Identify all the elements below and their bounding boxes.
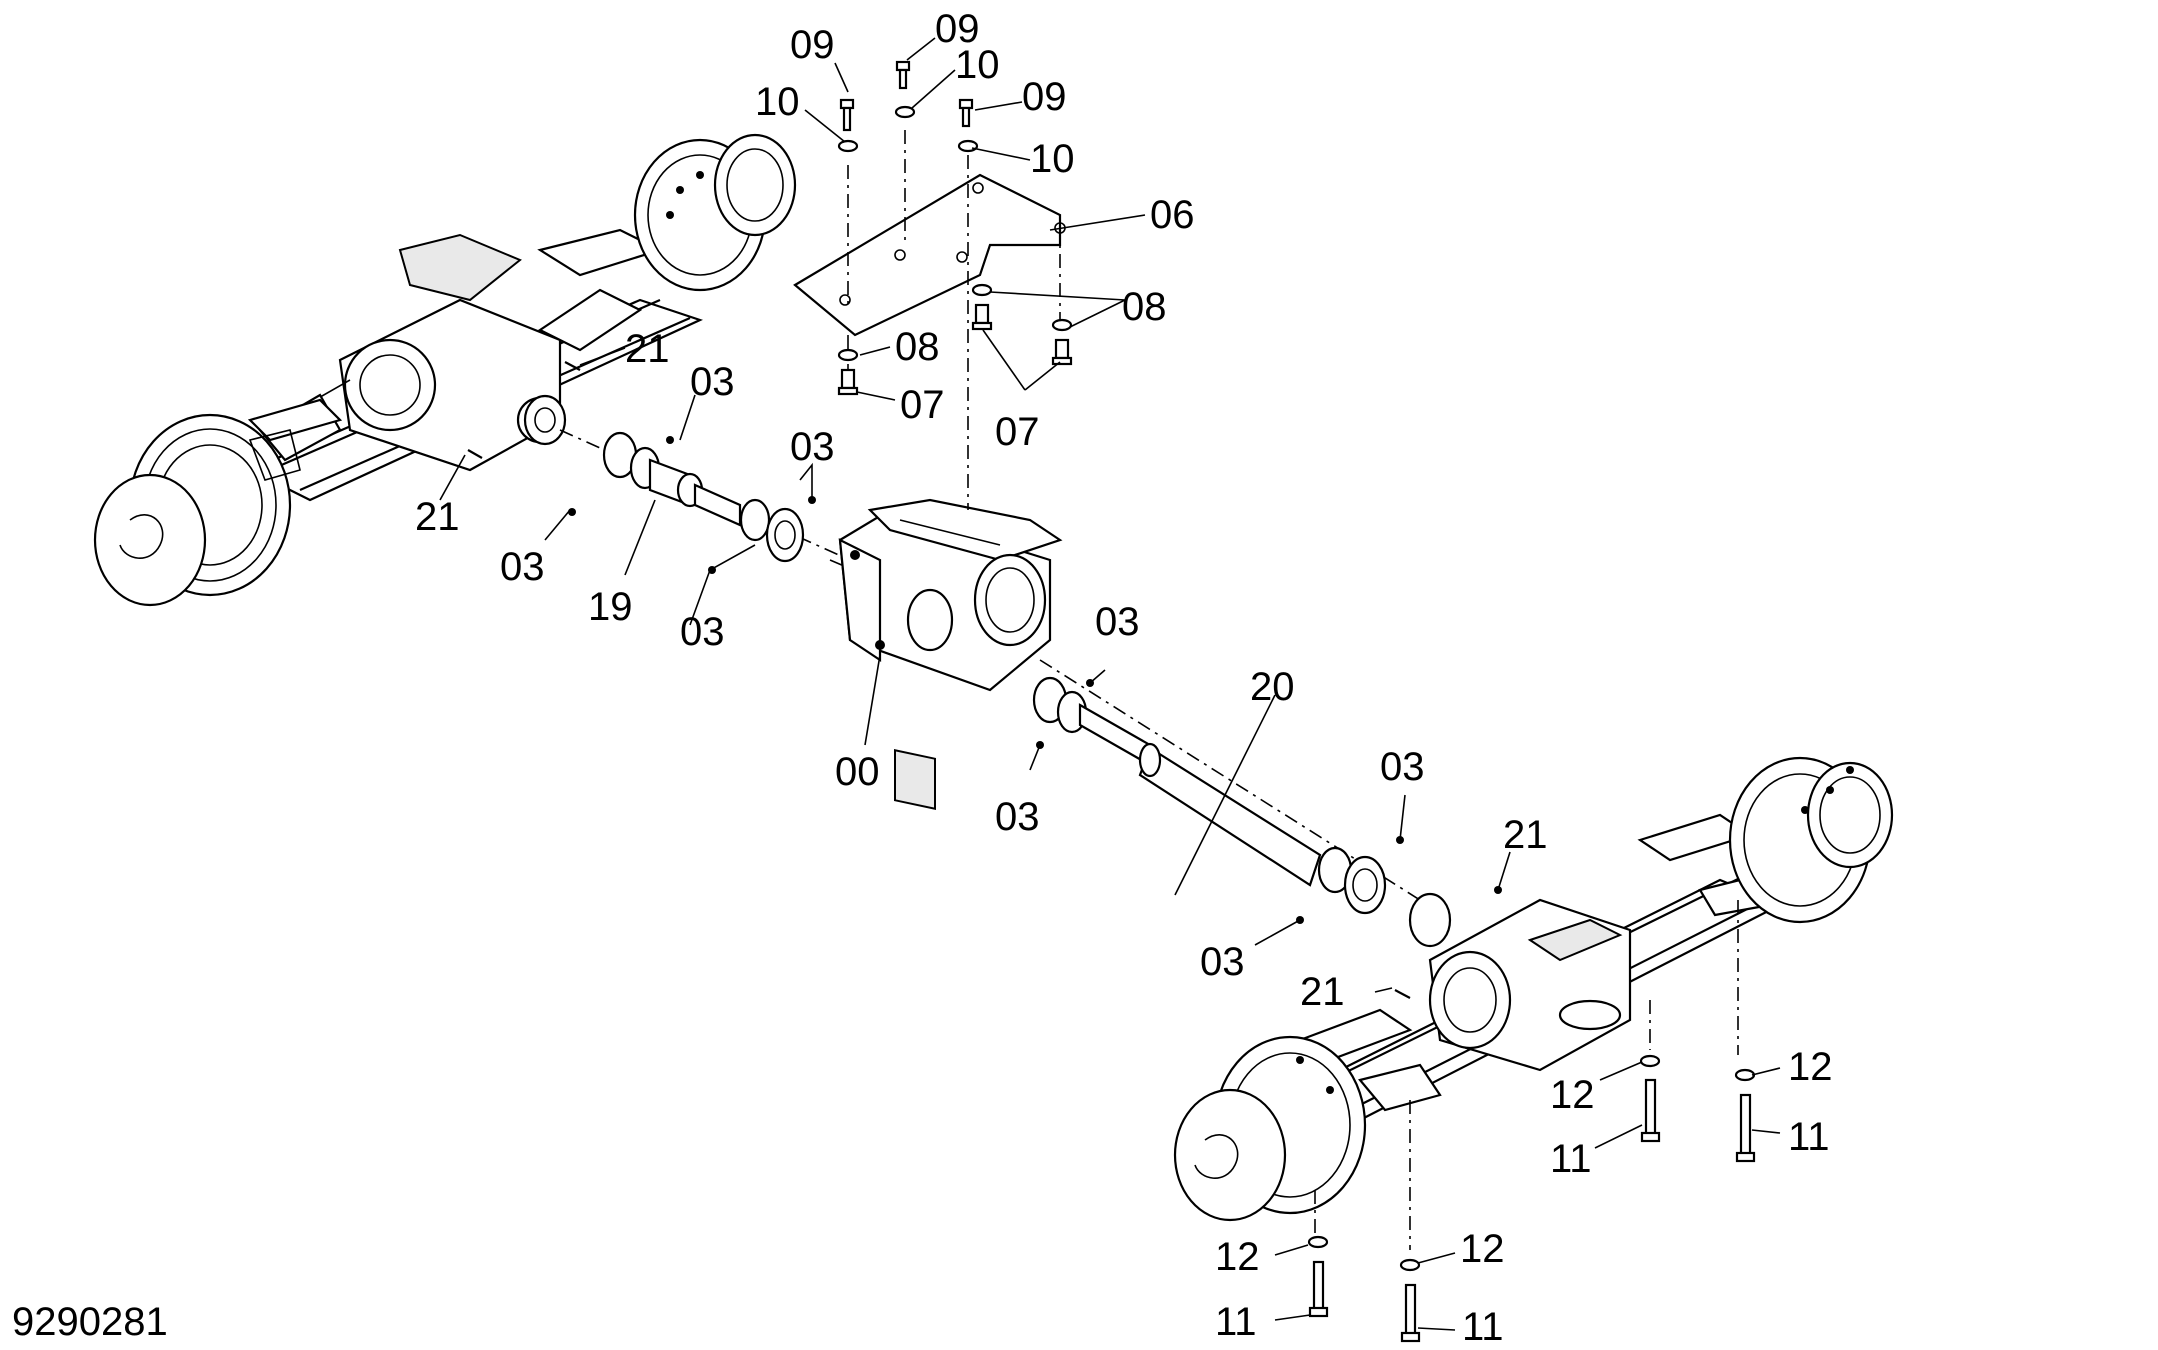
callout-00: 00 bbox=[835, 750, 880, 794]
bolt-07-a bbox=[837, 368, 859, 396]
callout-19: 19 bbox=[588, 585, 633, 629]
callout-12-c: 12 bbox=[1215, 1235, 1260, 1279]
callout-03-d: 03 bbox=[680, 610, 725, 654]
front-right-wheel-hub bbox=[633, 133, 797, 292]
callout-03-e: 03 bbox=[1095, 600, 1140, 644]
bolt-09-c bbox=[958, 98, 974, 128]
callout-10-c: 10 bbox=[1030, 137, 1075, 181]
bolt-09-a bbox=[839, 98, 855, 132]
front-left-wheel-hub bbox=[93, 413, 301, 607]
callout-03-a: 03 bbox=[690, 360, 735, 404]
mounting-bracket bbox=[793, 130, 1066, 510]
callout-21-c: 21 bbox=[1503, 813, 1548, 857]
callout-03-g: 03 bbox=[1380, 745, 1425, 789]
callout-11-b: 11 bbox=[1550, 1137, 1592, 1181]
rear-left-wheel-hub bbox=[1173, 1035, 1367, 1222]
callout-10-a: 10 bbox=[755, 80, 800, 124]
callout-09-a: 09 bbox=[790, 23, 835, 67]
drawing-number: 9290281 bbox=[12, 1300, 168, 1344]
front-axle bbox=[93, 133, 797, 607]
callout-21-b: 21 bbox=[415, 495, 460, 539]
callout-03-b: 03 bbox=[790, 425, 835, 469]
callout-03-c: 03 bbox=[500, 545, 545, 589]
callout-07-b: 07 bbox=[995, 410, 1040, 454]
leader-dots bbox=[568, 436, 1502, 924]
callout-labels: 09 09 10 10 09 10 06 08 08 07 07 21 03 0… bbox=[415, 7, 1833, 1349]
bolt-07-c bbox=[1051, 338, 1073, 366]
bolt-11-b bbox=[1735, 1093, 1756, 1163]
callout-12-a: 12 bbox=[1788, 1045, 1833, 1089]
bolt-11-c bbox=[1308, 1260, 1329, 1318]
front-propshaft bbox=[559, 429, 851, 563]
callout-11-a: 11 bbox=[1788, 1115, 1830, 1159]
callout-03-h: 03 bbox=[1200, 940, 1245, 984]
bolt-11-d bbox=[1400, 1283, 1421, 1343]
bolt-07-b bbox=[971, 303, 993, 331]
callout-21-d: 21 bbox=[1300, 970, 1345, 1014]
callout-08-b: 08 bbox=[895, 325, 940, 369]
rear-axle bbox=[1173, 756, 1894, 1222]
callout-07-a: 07 bbox=[900, 383, 945, 427]
callout-06: 06 bbox=[1150, 193, 1195, 237]
bracket-hardware bbox=[837, 60, 1073, 396]
callout-03-f: 03 bbox=[995, 795, 1040, 839]
bolt-09-b bbox=[895, 60, 911, 90]
callout-12-b: 12 bbox=[1550, 1073, 1595, 1117]
bolt-11-a bbox=[1640, 1078, 1661, 1143]
pin-21-front-a bbox=[564, 361, 581, 371]
callout-12-d: 12 bbox=[1460, 1227, 1505, 1271]
rear-propshaft bbox=[1032, 659, 1421, 915]
callout-20: 20 bbox=[1250, 665, 1295, 709]
callout-11-d: 11 bbox=[1462, 1305, 1504, 1345]
rear-right-wheel-hub bbox=[1728, 756, 1894, 924]
transfer-case bbox=[829, 498, 1063, 810]
callout-09-c: 09 bbox=[1022, 75, 1067, 119]
pin-21-front-b bbox=[467, 449, 483, 459]
callout-21-a: 21 bbox=[625, 327, 670, 371]
callout-09-b: 09 bbox=[935, 7, 980, 51]
callout-08-a: 08 bbox=[1122, 285, 1167, 329]
callout-10-b: 10 bbox=[955, 43, 1000, 87]
callout-11-c: 11 bbox=[1215, 1300, 1257, 1344]
